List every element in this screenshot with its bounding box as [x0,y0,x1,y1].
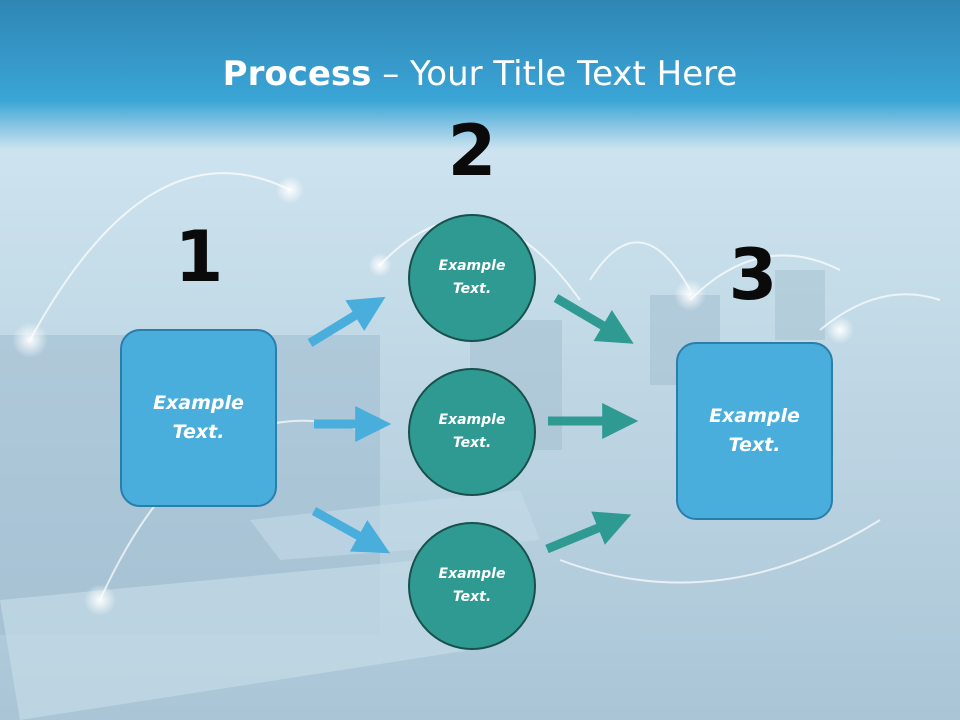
circle-top: Example Text. [408,214,536,342]
step-1-box: Example Text. [120,329,277,507]
title-dash: – [371,54,411,94]
arrow-1-to-bottom [311,507,391,554]
circle-top-label: Example Text. [438,258,506,297]
slide-title: Process – Your Title Text Here [0,52,960,96]
step-3-label: Example Text. [709,405,800,456]
arrow-1-to-top [307,296,386,347]
step-number-2: 2 [447,110,497,192]
title-rest: Your Title Text Here [410,54,738,94]
arrow-top-to-3 [553,294,634,344]
step-number-3: 3 [728,234,778,316]
arrow-bottom-to-3 [545,511,632,554]
circle-middle-label: Example Text. [438,412,506,451]
title-bold: Process [222,54,372,94]
circle-bottom: Example Text. [408,522,536,650]
circle-bottom-label: Example Text. [438,566,506,605]
step-1-label: Example Text. [153,392,244,443]
step-3-box: Example Text. [676,342,833,520]
circle-middle: Example Text. [408,368,536,496]
step-number-1: 1 [174,216,224,298]
